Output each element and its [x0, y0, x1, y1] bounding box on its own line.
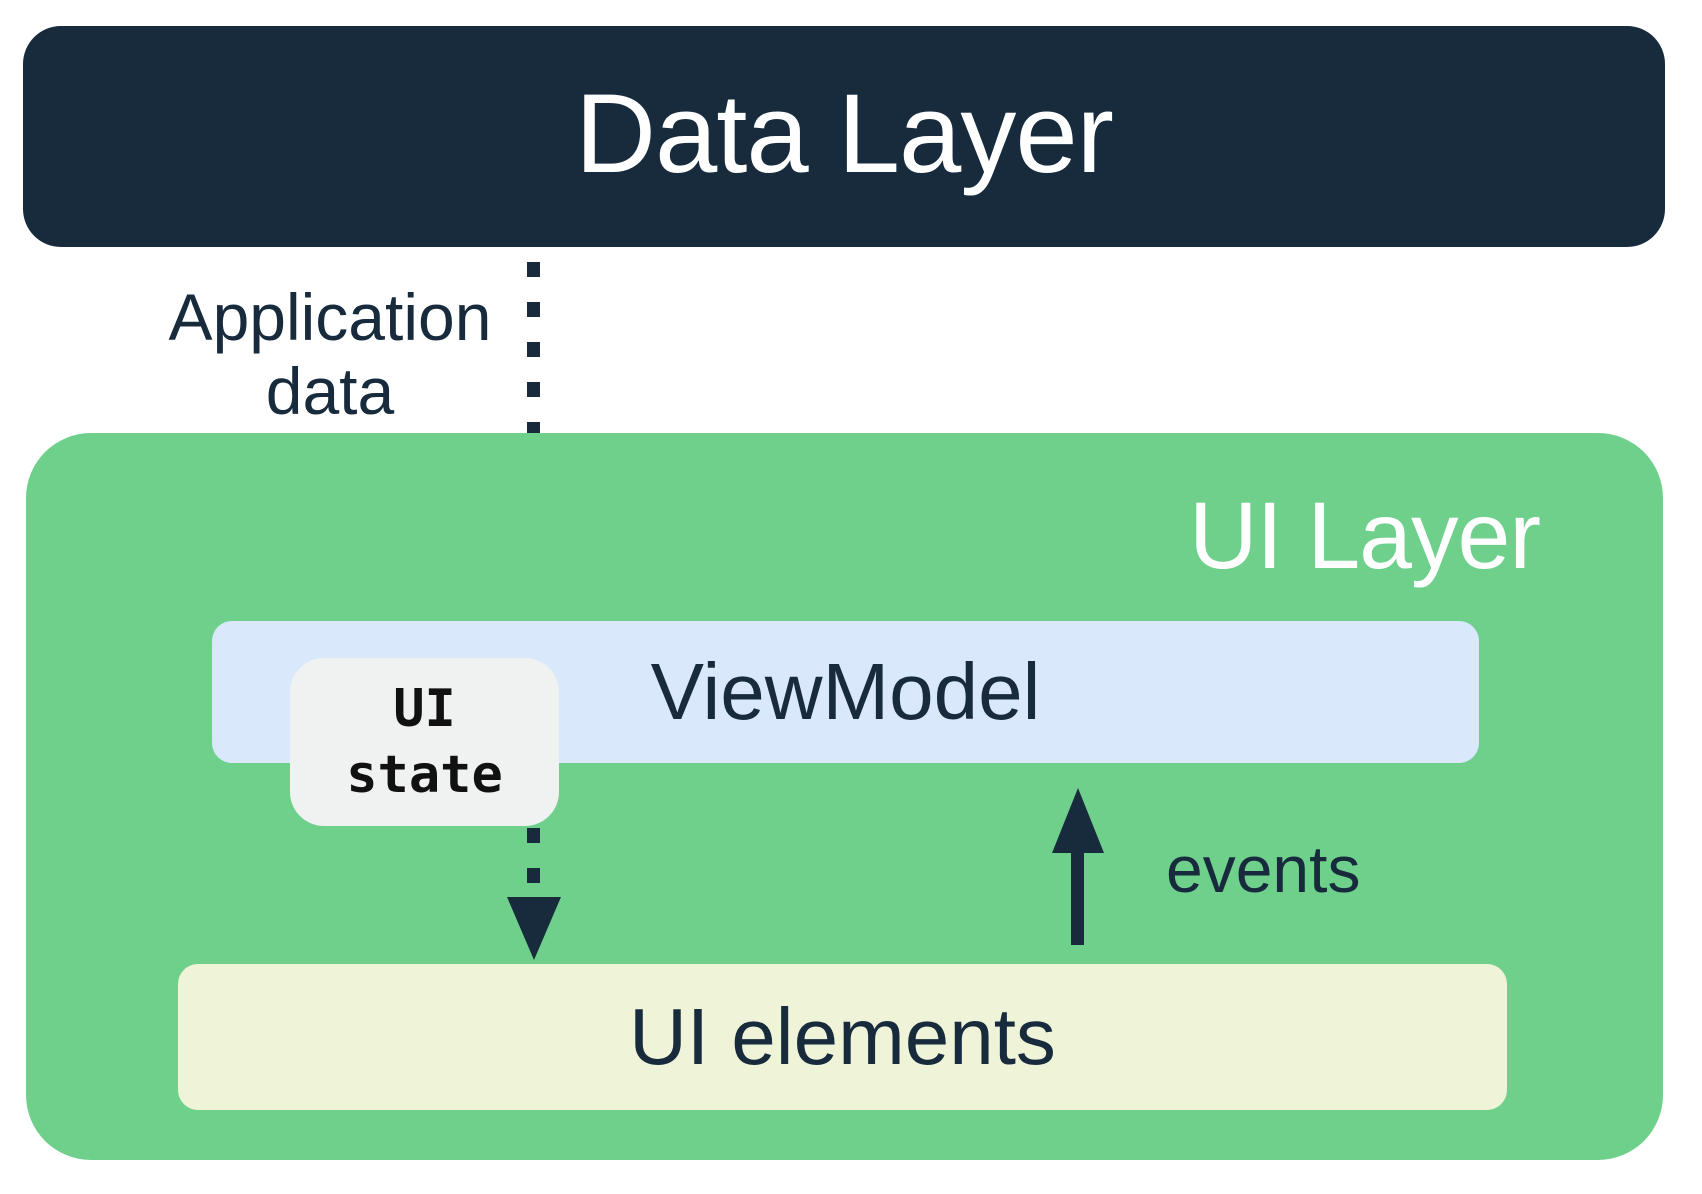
ui-state-line2: state — [346, 745, 503, 805]
ui-elements-title: UI elements — [629, 992, 1056, 1081]
application-data-line2: data — [265, 354, 395, 428]
arrow-state-to-elements-head-icon — [507, 897, 561, 960]
events-label: events — [1166, 832, 1361, 906]
application-data-label: Application data — [160, 280, 500, 428]
data-layer-box: Data Layer — [23, 26, 1665, 247]
arrow-events-head-icon — [1052, 788, 1104, 853]
ui-layer-box: UI Layer ViewModel UI state events UI el… — [26, 433, 1663, 1160]
data-layer-title: Data Layer — [575, 70, 1114, 196]
ui-state-line1: UI — [393, 679, 456, 739]
ui-layer-title: UI Layer — [1188, 483, 1541, 589]
viewmodel-title: ViewModel — [650, 647, 1041, 736]
application-data-line1: Application — [168, 280, 492, 354]
arrow-state-to-elements-line — [527, 828, 540, 898]
ui-elements-box: UI elements — [178, 964, 1507, 1110]
ui-state-box: UI state — [290, 658, 559, 826]
arrow-events-shaft — [1071, 851, 1084, 945]
